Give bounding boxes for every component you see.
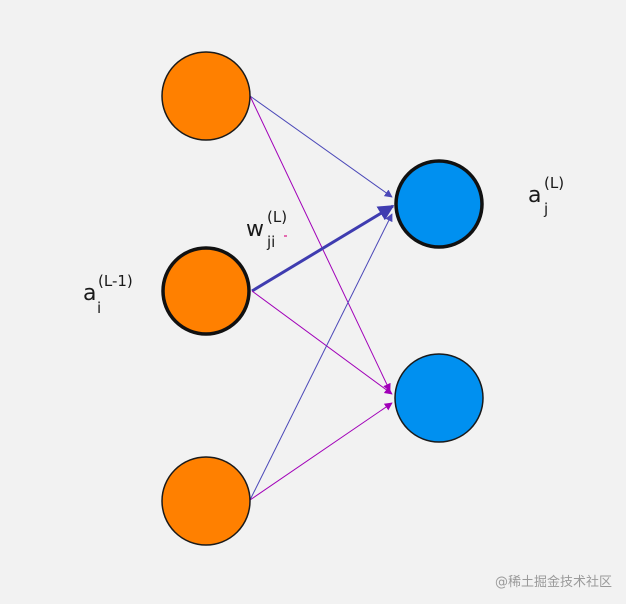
activation-prev-label: a (L-1) i (83, 274, 133, 316)
weight-base: w (246, 217, 264, 242)
activation-prev-superscript: (L-1) (98, 272, 133, 290)
activation-curr-superscript: (L) (544, 174, 565, 192)
watermark: @稀土掘金技术社区 (494, 575, 612, 590)
connection-input2-output1-highlighted (251, 204, 395, 293)
activation-prev-subscript: i (97, 299, 102, 317)
connection-input3-output2 (249, 402, 393, 501)
activation-curr-base: a (528, 183, 542, 208)
activation-prev-base: a (83, 281, 97, 306)
input-neuron-2-highlighted (161, 246, 251, 336)
weight-label: w (L) ji (246, 210, 287, 250)
connection-input2-output2 (251, 290, 393, 395)
output-neuron-1-highlighted (394, 159, 484, 249)
input-neuron-3 (161, 456, 251, 546)
activation-curr-subscript: j (544, 200, 549, 218)
weight-superscript: (L) (267, 208, 288, 226)
weight-subscript: ji (267, 233, 276, 251)
connection-input1-output2 (249, 95, 391, 392)
activation-curr-label: a (L) j (528, 176, 564, 217)
connection-input3-output1 (249, 213, 393, 501)
connection-input1-output1 (249, 95, 393, 198)
output-neuron-2 (394, 353, 484, 443)
input-neuron-1 (161, 51, 251, 141)
